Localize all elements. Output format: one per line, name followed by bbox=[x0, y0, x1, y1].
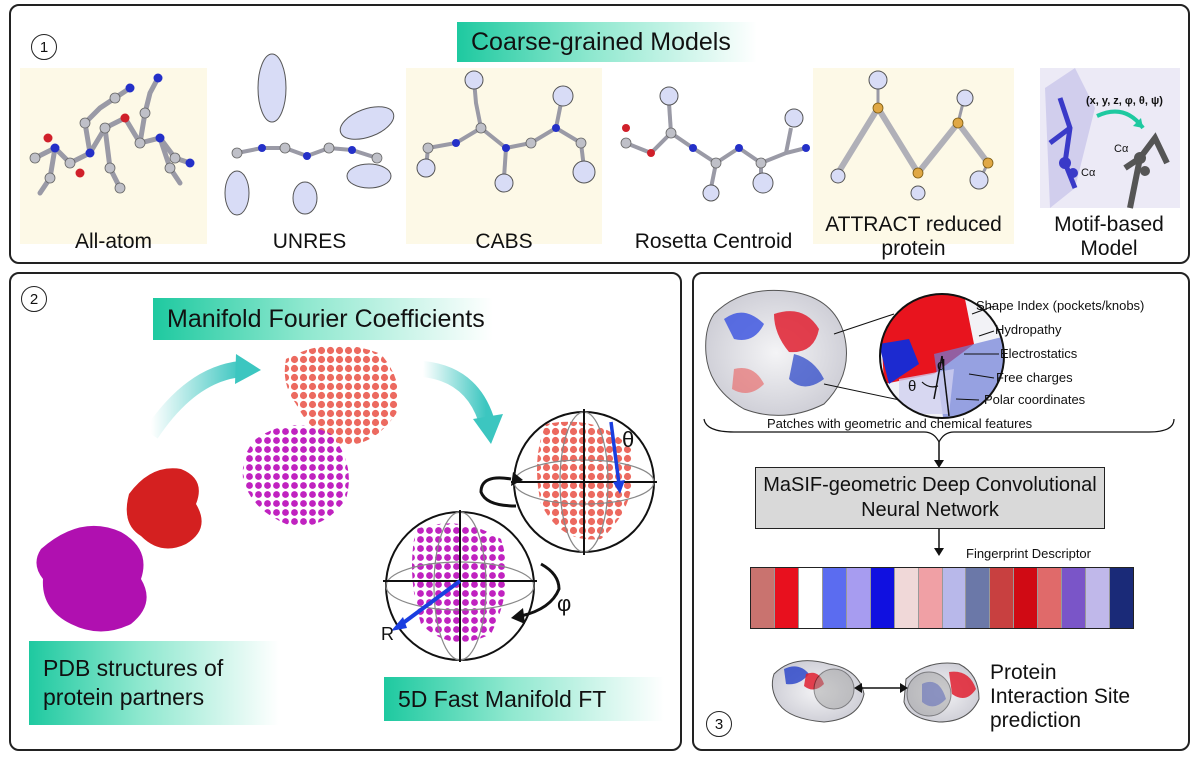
label-r: R bbox=[381, 624, 394, 644]
label-attract: ATTRACT reduced protein bbox=[825, 213, 1002, 260]
fingerprint-cell bbox=[941, 568, 966, 628]
fingerprint-cell bbox=[1085, 568, 1110, 628]
fingerprint-cell bbox=[965, 568, 990, 628]
fingerprint-cell bbox=[1061, 568, 1086, 628]
model-unres: UNRES bbox=[217, 53, 402, 253]
label-motif-params: (x, y, z, φ, θ, ψ) bbox=[1086, 95, 1163, 107]
panel-number-3: 3 bbox=[706, 711, 732, 737]
panel-number-2: 2 bbox=[21, 286, 47, 312]
all-atom-structure bbox=[29, 73, 195, 196]
fingerprint-cell bbox=[1109, 568, 1133, 628]
label-pdb-structures: PDB structures of protein partners bbox=[29, 641, 279, 725]
fingerprint-descriptor bbox=[750, 567, 1134, 629]
model-cabs: CABS bbox=[406, 68, 602, 253]
model-rosetta-centroid: Rosetta Centroid bbox=[611, 68, 816, 253]
label-interaction-site-prediction: Protein Interaction Site prediction bbox=[990, 661, 1131, 732]
masif-network-box: MaSIF-geometric Deep Convolutional Neura… bbox=[755, 467, 1105, 529]
fingerprint-cell bbox=[797, 568, 822, 628]
fingerprint-cell bbox=[821, 568, 846, 628]
label-unres: UNRES bbox=[272, 230, 347, 253]
label-all-atom: All-atom bbox=[74, 230, 153, 253]
label-patch-theta: θ bbox=[908, 378, 917, 395]
fingerprint-cell bbox=[989, 568, 1014, 628]
feature-free-charges: Free charges bbox=[996, 370, 1073, 385]
label-theta: θ bbox=[622, 427, 635, 452]
label-rosetta-centroid: Rosetta Centroid bbox=[634, 230, 793, 253]
model-motif-based: (x, y, z, φ, θ, ψ) Cα Cα Motif-based Mod… bbox=[1035, 68, 1183, 260]
masif-diagram bbox=[703, 289, 1175, 723]
label-5d-fast-manifold-ft: 5D Fast Manifold FT bbox=[384, 677, 664, 721]
unres-structure bbox=[224, 53, 395, 216]
panel-coarse-grained-models: 1 Coarse-grained Models All-atom bbox=[9, 4, 1190, 264]
feature-electrostatics: Electrostatics bbox=[1000, 346, 1078, 361]
fingerprint-cell bbox=[773, 568, 798, 628]
fingerprint-cell bbox=[845, 568, 870, 628]
fingerprint-cell bbox=[869, 568, 894, 628]
panel-manifold-fourier: 2 Manifold Fourier Coefficients bbox=[9, 272, 682, 751]
cabs-structure bbox=[416, 70, 596, 193]
fingerprint-cell bbox=[1037, 568, 1062, 628]
panel-number-1: 1 bbox=[31, 34, 57, 60]
label-cabs: CABS bbox=[475, 230, 533, 253]
label-patches: Patches with geometric and chemical feat… bbox=[767, 416, 1033, 431]
fingerprint-cell bbox=[751, 568, 774, 628]
feature-polar-coordinates: Polar coordinates bbox=[984, 392, 1086, 407]
label-phi: φ bbox=[557, 591, 572, 616]
fingerprint-cell bbox=[893, 568, 918, 628]
label-motif-based: Motif-based Model bbox=[1054, 213, 1164, 260]
fingerprint-cell bbox=[917, 568, 942, 628]
model-attract: ATTRACT reduced protein bbox=[813, 68, 1014, 260]
feature-shape-index: Shape Index (pockets/knobs) bbox=[976, 298, 1145, 313]
attract-structure bbox=[830, 70, 994, 201]
title-coarse-grained-models: Coarse-grained Models bbox=[457, 22, 757, 62]
manifold-diagram bbox=[36, 345, 657, 662]
feature-hydropathy: Hydropathy bbox=[995, 322, 1062, 337]
label-fingerprint: Fingerprint Descriptor bbox=[966, 546, 1091, 561]
label-patch-d: d bbox=[937, 357, 946, 374]
rosetta-centroid-structure bbox=[620, 86, 810, 202]
panel-masif: Shape Index (pockets/knobs) Hydropathy E… bbox=[692, 272, 1190, 751]
fingerprint-cell bbox=[1013, 568, 1038, 628]
model-all-atom: All-atom bbox=[20, 68, 207, 253]
title-manifold-fourier-coefficients: Manifold Fourier Coefficients bbox=[153, 298, 493, 340]
motif-based-structure bbox=[1040, 68, 1180, 209]
label-calpha-left: Cα bbox=[1081, 167, 1096, 179]
label-calpha-right: Cα bbox=[1114, 143, 1129, 155]
